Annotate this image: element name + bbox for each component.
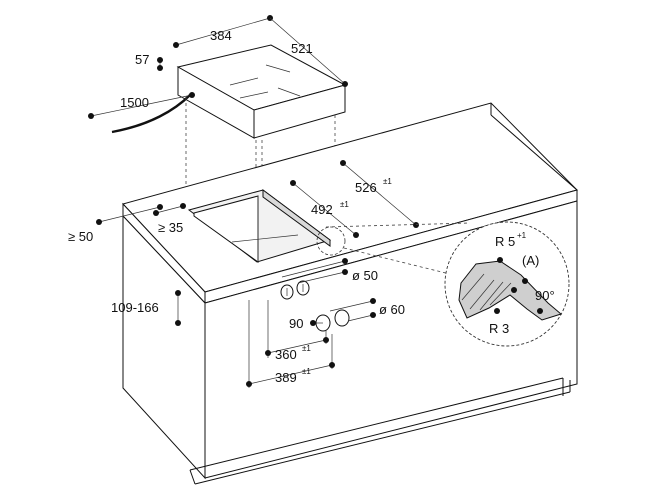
detail-r3: R 3 bbox=[489, 321, 509, 336]
dim-360-tol: ±1 bbox=[302, 344, 311, 353]
dim-57: 57 bbox=[135, 52, 149, 67]
dim-389-tol: ±1 bbox=[302, 367, 311, 376]
dim-1500: 1500 bbox=[120, 95, 149, 110]
dim-90: 90 bbox=[289, 316, 303, 331]
hatch-lines bbox=[461, 273, 512, 311]
dim-min-35: ≥ 35 bbox=[158, 220, 183, 235]
dim-521: 521 bbox=[291, 41, 313, 56]
dim-384: 384 bbox=[210, 28, 232, 43]
dim-360: 360 bbox=[275, 347, 297, 362]
dim-492: 492 bbox=[311, 202, 333, 217]
dim-min-50: ≥ 50 bbox=[68, 229, 93, 244]
dim-109-166: 109-166 bbox=[111, 300, 159, 315]
dim-dia-60: ø 60 bbox=[379, 302, 405, 317]
dim-526: 526 bbox=[355, 180, 377, 195]
dim-dia-50: ø 50 bbox=[352, 268, 378, 283]
power-cable bbox=[111, 94, 191, 134]
detail-label-a: (A) bbox=[522, 253, 539, 268]
detail-r5-tol: +1 bbox=[517, 231, 527, 240]
dim-492-tol: ±1 bbox=[340, 200, 349, 209]
detail-r5: R 5 bbox=[495, 234, 515, 249]
dimension-lines bbox=[88, 15, 419, 388]
dim-526-tol: ±1 bbox=[383, 177, 392, 186]
detail-callout bbox=[316, 221, 570, 347]
countertop-cutout bbox=[187, 189, 332, 263]
cooktop-unit bbox=[176, 44, 347, 139]
labels: 384 521 57 1500 526 ±1 492 ±1 ≥ 50 ≥ 35 … bbox=[68, 28, 555, 385]
detail-angle: 90° bbox=[535, 288, 555, 303]
dim-389: 389 bbox=[275, 370, 297, 385]
